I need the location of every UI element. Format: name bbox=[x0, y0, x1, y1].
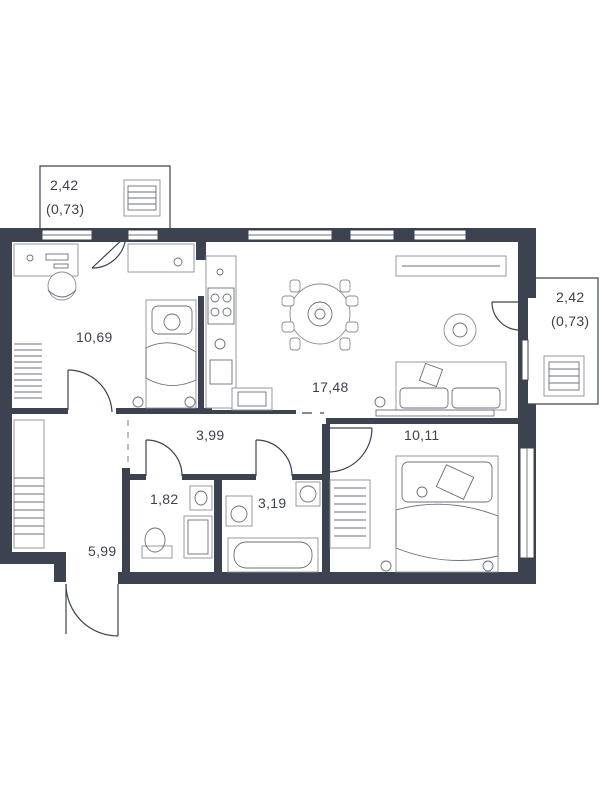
area-label-bedroom-left: 10,69 bbox=[76, 329, 113, 345]
loggia-right bbox=[528, 277, 599, 405]
area-label-bathroom: 3,19 bbox=[258, 495, 286, 511]
inner-walls bbox=[12, 242, 526, 574]
door-swings bbox=[65, 235, 519, 637]
area-label-living-kitchen: 17,48 bbox=[312, 379, 349, 395]
hallway-furniture bbox=[13, 419, 45, 549]
loggia-left bbox=[39, 165, 171, 228]
windows bbox=[41, 229, 535, 559]
area-label-loggia-right-sub: (0,73) bbox=[551, 313, 589, 329]
bedroom-right-furniture bbox=[329, 409, 499, 573]
area-label-loggia-left-sub: (0,73) bbox=[46, 201, 84, 217]
area-label-corridor: 3,99 bbox=[196, 427, 224, 443]
area-label-hallway: 5,99 bbox=[88, 543, 116, 559]
wc-bath-furniture bbox=[141, 481, 321, 573]
living-kitchen-furniture bbox=[205, 255, 507, 411]
bedroom-left-furniture bbox=[13, 243, 197, 409]
area-label-bedroom-right: 10,11 bbox=[404, 427, 440, 443]
area-label-loggia-left: 2,42 bbox=[50, 177, 78, 193]
area-label-loggia-right: 2,42 bbox=[556, 289, 584, 305]
area-label-wc: 1,82 bbox=[150, 491, 178, 507]
